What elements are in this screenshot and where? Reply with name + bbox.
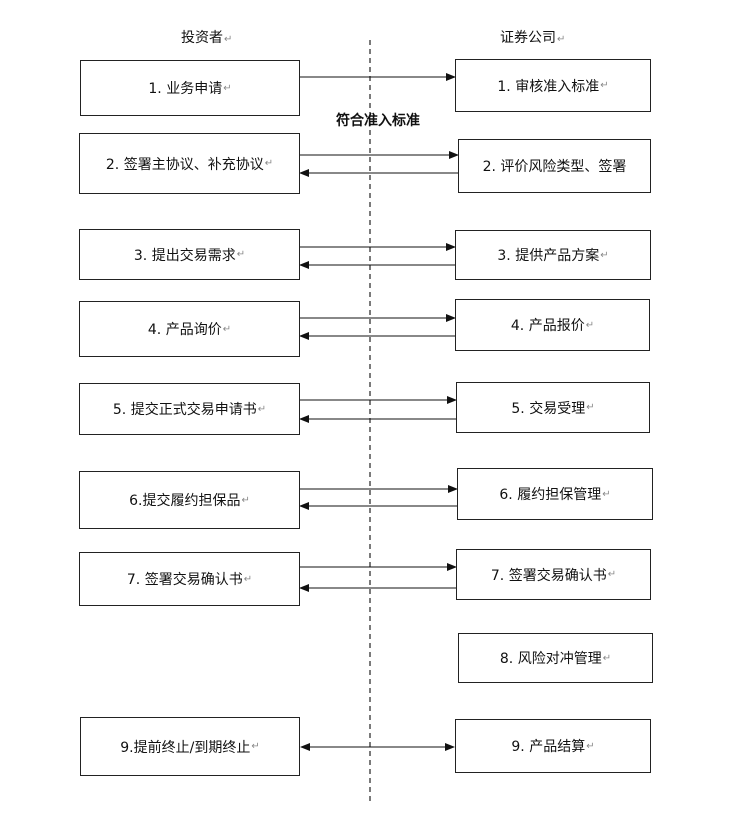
broker-step-2-box: 2. 评价风险类型、签署 [458, 139, 651, 193]
investor-step-4-box: 4. 产品询价↵ [79, 301, 300, 357]
investor-step-6-box: 6.提交履约担保品↵ [79, 471, 300, 529]
broker-step-9-box: 9. 产品结算↵ [455, 719, 651, 773]
broker-step-1-box: 1. 审核准入标准↵ [455, 59, 651, 112]
broker-step-6-box: 6. 履约担保管理↵ [457, 468, 653, 520]
investor-step-9-box: 9.提前终止/到期终止↵ [80, 717, 300, 776]
broker-step-7-box: 7. 签署交易确认书↵ [456, 549, 651, 600]
investor-column-header: 投资者↵ [181, 30, 233, 46]
admission-criteria-label: 符合准入标准 [336, 113, 420, 129]
broker-column-header: 证券公司↵ [500, 30, 566, 46]
broker-step-4-box: 4. 产品报价↵ [455, 299, 650, 351]
investor-step-7-box: 7. 签署交易确认书↵ [79, 552, 300, 606]
investor-step-5-box: 5. 提交正式交易申请书↵ [79, 383, 300, 435]
investor-step-3-box: 3. 提出交易需求↵ [79, 229, 300, 280]
broker-step-3-box: 3. 提供产品方案↵ [455, 230, 651, 280]
investor-step-2-box: 2. 签署主协议、补充协议↵ [79, 133, 300, 194]
investor-step-1-box: 1. 业务申请↵ [80, 60, 300, 116]
broker-step-5-box: 5. 交易受理↵ [456, 382, 650, 433]
broker-step-8-box: 8. 风险对冲管理↵ [458, 633, 653, 683]
